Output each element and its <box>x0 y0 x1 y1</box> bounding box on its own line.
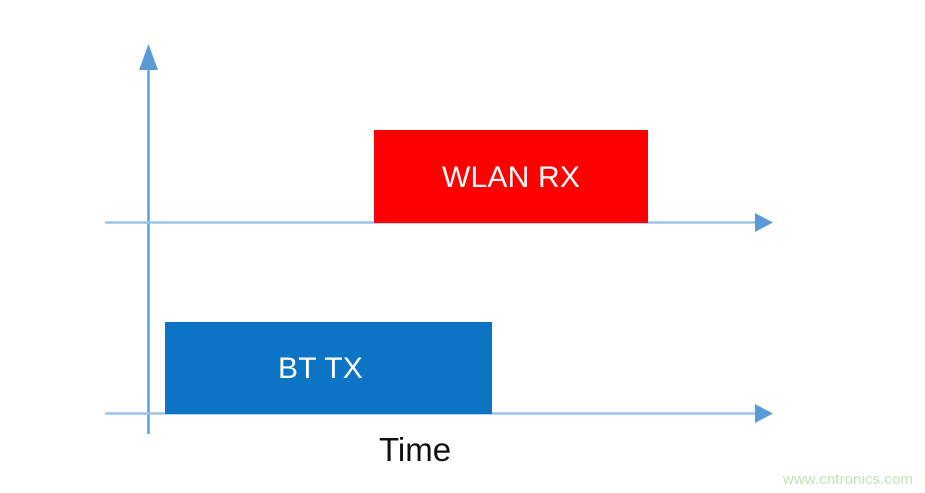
watermark-text: www.cntronics.com <box>782 471 913 488</box>
x-axis-title: Time <box>378 431 452 468</box>
bt-tx-burst-label: BT TX <box>278 352 363 385</box>
wlan-rx-burst-block: WLAN RX <box>374 130 648 223</box>
vertical-axis-arrow-icon <box>139 44 158 70</box>
wlan-rx-burst-label: WLAN RX <box>441 160 581 194</box>
bt-time-axis-arrow-icon <box>755 404 773 423</box>
bt-tx-burst-block: BT TX <box>165 322 492 414</box>
wlan-time-axis-arrow-icon <box>755 213 773 232</box>
